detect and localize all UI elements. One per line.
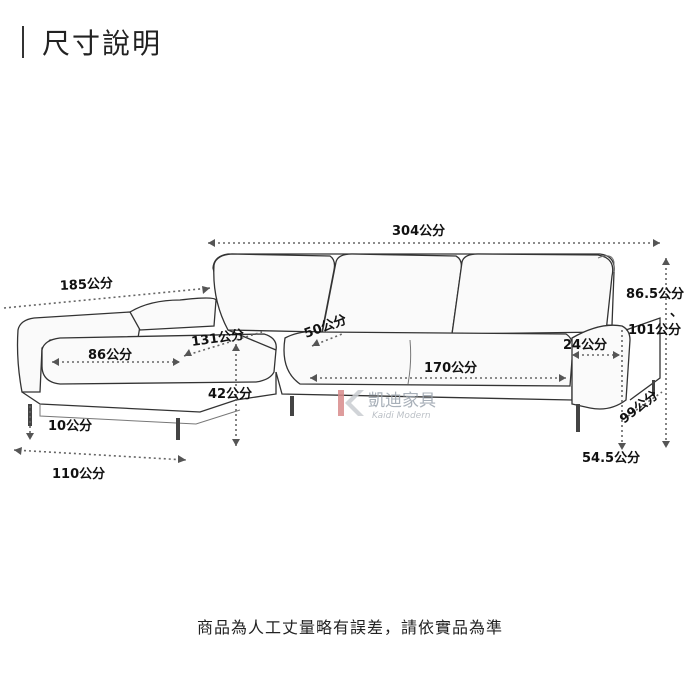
label-separator: 、 bbox=[670, 305, 683, 320]
main-seat-seam bbox=[407, 339, 412, 385]
arrow-right-height-top bbox=[662, 258, 670, 265]
dimension-lines bbox=[3, 239, 670, 463]
arrow-armrest-left bbox=[572, 351, 579, 359]
chaise-seat-cushion bbox=[41, 333, 277, 385]
arrow-chaise-depth-right bbox=[178, 455, 186, 463]
label-seat-height: 42公分 bbox=[208, 386, 252, 402]
sofa-illustration bbox=[16, 253, 661, 440]
arrow-chaise-cushion-left bbox=[52, 358, 59, 366]
arrow-total-width-left bbox=[208, 239, 215, 247]
label-chaise-depth: 110公分 bbox=[52, 466, 105, 482]
leg-chaise-front bbox=[176, 418, 180, 440]
back-cushion-left bbox=[213, 253, 336, 333]
headrest-top bbox=[597, 255, 615, 272]
chaise-back-cushion bbox=[129, 297, 217, 331]
arrow-chaise-seat-left bbox=[184, 349, 192, 356]
back-cushion-right bbox=[451, 253, 614, 335]
arrow-chaise-length-right bbox=[202, 286, 210, 294]
page-title: 尺寸說明 bbox=[42, 27, 163, 60]
leg-front-left bbox=[28, 404, 32, 426]
arrow-chaise-cushion-right bbox=[173, 358, 180, 366]
arrow-back-cushion-left bbox=[312, 339, 320, 346]
dimline-sofa-depth bbox=[627, 391, 663, 417]
leg-right-back bbox=[652, 380, 655, 396]
arrow-seat-height-top bbox=[232, 344, 240, 351]
right-armrest bbox=[571, 324, 631, 410]
arrow-main-seat-left bbox=[310, 374, 317, 382]
leg-right-front bbox=[576, 404, 580, 432]
label-chaise-seat-length: 131公分 bbox=[190, 327, 245, 350]
leg-middle bbox=[290, 396, 294, 416]
label-main-seat-width: 170公分 bbox=[424, 360, 477, 376]
right-side-panel bbox=[625, 317, 661, 401]
chaise-base bbox=[21, 372, 277, 413]
dimline-chaise-depth bbox=[13, 449, 187, 461]
brand-watermark: 凱迪家具 Kaidi Modern bbox=[338, 390, 436, 421]
dimline-chaise-seat-length bbox=[183, 331, 263, 357]
arrow-right-height-bottom bbox=[662, 441, 670, 448]
chaise-inner-corner bbox=[227, 329, 277, 351]
title-bar: 尺寸說明 bbox=[22, 22, 162, 62]
label-chaise-length: 185公分 bbox=[59, 275, 113, 294]
disclaimer-text: 商品為人工丈量略有誤差，請依實品為準 bbox=[196, 618, 503, 637]
label-seat-height-max: 86.5公分 bbox=[626, 286, 684, 302]
brand-name: 凱迪家具 bbox=[368, 391, 436, 411]
label-chaise-cushion-width: 86公分 bbox=[88, 347, 132, 363]
title-accent-bar bbox=[22, 26, 24, 58]
arrow-total-width-right bbox=[653, 239, 660, 247]
arrow-arm-height-bottom bbox=[618, 443, 626, 450]
label-total-width: 304公分 bbox=[392, 223, 445, 239]
chaise-base-bottom bbox=[39, 404, 241, 425]
arrow-main-seat-right bbox=[559, 374, 566, 382]
label-leg-height: 10公分 bbox=[48, 418, 92, 434]
arrow-leg-height-bottom bbox=[26, 433, 34, 440]
label-arm-height: 54.5公分 bbox=[582, 450, 640, 466]
brand-logo-icon bbox=[338, 390, 364, 416]
arrow-chaise-depth-left bbox=[14, 447, 22, 455]
label-seat-height-alt: 101公分 bbox=[628, 322, 681, 338]
arrow-armrest-right bbox=[613, 351, 620, 359]
label-armrest-width: 24公分 bbox=[563, 337, 607, 353]
arrow-seat-height-bottom bbox=[232, 439, 240, 446]
brand-name-en: Kaidi Modern bbox=[372, 411, 431, 421]
